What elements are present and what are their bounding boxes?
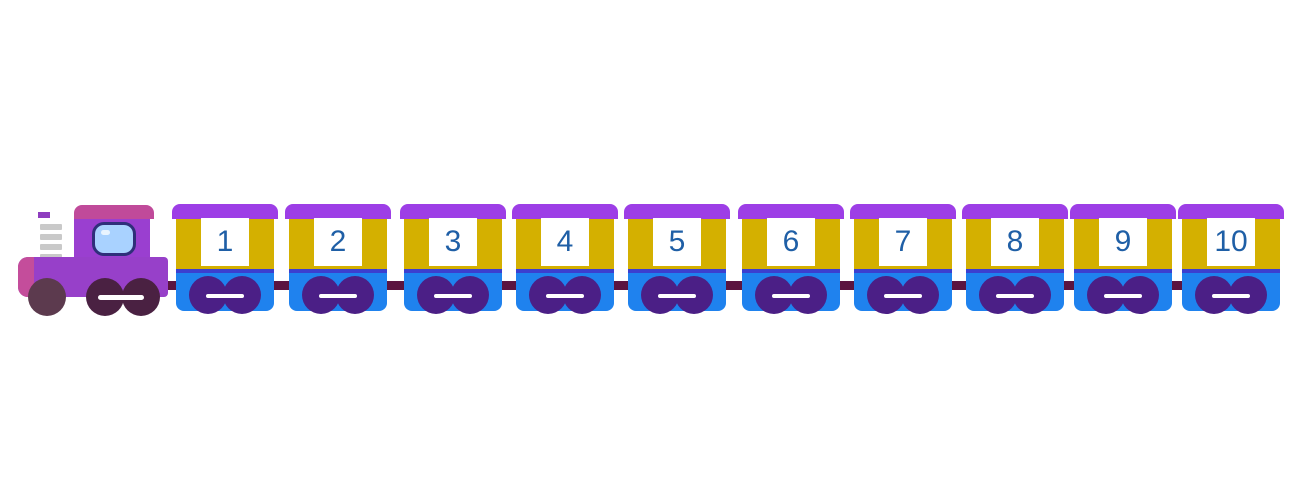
car-roof bbox=[172, 204, 278, 219]
train-car-9: 9 bbox=[1070, 204, 1176, 318]
car-rod bbox=[206, 294, 244, 298]
car-rod bbox=[546, 294, 584, 298]
car-number: 8 bbox=[991, 218, 1039, 266]
car-number: 9 bbox=[1099, 218, 1147, 266]
train-car-5: 5 bbox=[624, 204, 730, 318]
car-rod bbox=[772, 294, 810, 298]
train-car-4: 4 bbox=[512, 204, 618, 318]
car-rod bbox=[884, 294, 922, 298]
car-roof bbox=[512, 204, 618, 219]
car-number: 2 bbox=[314, 218, 362, 266]
chimney bbox=[40, 212, 68, 260]
car-roof bbox=[1070, 204, 1176, 219]
car-rod bbox=[1104, 294, 1142, 298]
train-car-3: 3 bbox=[400, 204, 506, 318]
car-number: 1 bbox=[201, 218, 249, 266]
locomotive-icon bbox=[16, 200, 170, 320]
car-number: 4 bbox=[541, 218, 589, 266]
car-rod bbox=[996, 294, 1034, 298]
car-roof bbox=[624, 204, 730, 219]
car-rod bbox=[434, 294, 472, 298]
car-number: 3 bbox=[429, 218, 477, 266]
train-car-6: 6 bbox=[738, 204, 844, 318]
car-roof bbox=[1178, 204, 1284, 219]
car-roof bbox=[738, 204, 844, 219]
engine-wheel bbox=[28, 278, 66, 316]
engine-cab-roof bbox=[74, 205, 154, 219]
car-roof bbox=[850, 204, 956, 219]
car-rod bbox=[319, 294, 357, 298]
car-rod bbox=[658, 294, 696, 298]
train-car-2: 2 bbox=[285, 204, 391, 318]
car-roof bbox=[400, 204, 506, 219]
engine-window bbox=[92, 222, 136, 256]
car-number: 10 bbox=[1207, 218, 1255, 266]
car-roof bbox=[962, 204, 1068, 219]
car-number: 7 bbox=[879, 218, 927, 266]
car-rod bbox=[1212, 294, 1250, 298]
train-car-7: 7 bbox=[850, 204, 956, 318]
train-car-1: 1 bbox=[172, 204, 278, 318]
engine-rod bbox=[98, 295, 144, 300]
car-roof bbox=[285, 204, 391, 219]
train-car-8: 8 bbox=[962, 204, 1068, 318]
car-number: 5 bbox=[653, 218, 701, 266]
car-number: 6 bbox=[767, 218, 815, 266]
train-car-10: 10 bbox=[1178, 204, 1284, 318]
